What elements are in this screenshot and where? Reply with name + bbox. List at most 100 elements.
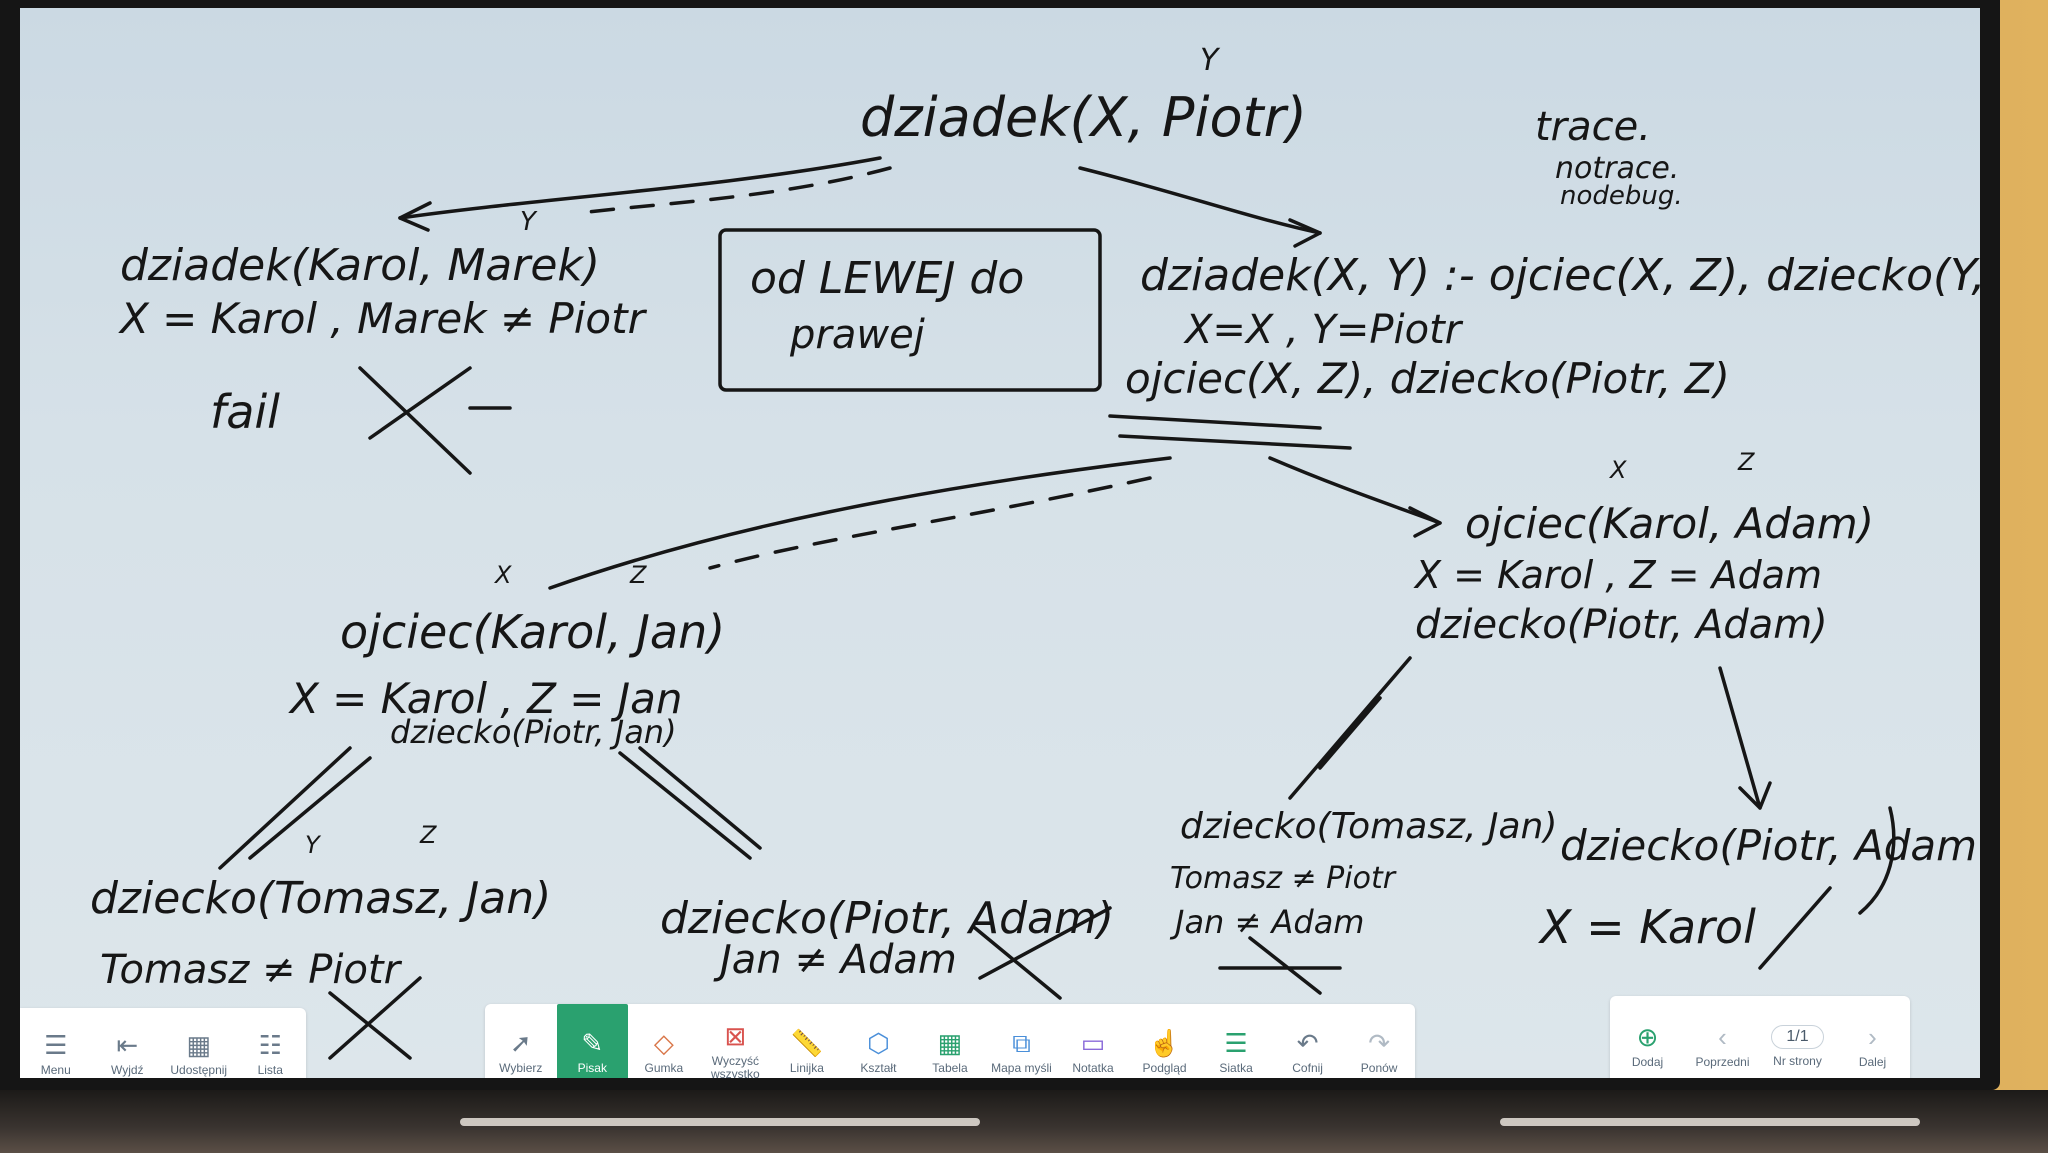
- mid-right-next: dziecko(Piotr, Adam): [1415, 602, 1828, 648]
- left-goal: dziadek(Karol, Marek): [120, 240, 600, 291]
- display-bezel: Y dziadek(X, Piotr) trace. notrace. node…: [0, 0, 2000, 1090]
- arrow-leaf-b-right: [1718, 666, 1772, 810]
- redo-button[interactable]: ↷ Ponów: [1360, 1027, 1398, 1075]
- left-result: fail: [210, 385, 280, 439]
- share-icon: ▦: [186, 1029, 212, 1060]
- arrow-leaf-b-left: [618, 746, 762, 860]
- handwriting-layer: Y dziadek(X, Piotr) trace. notrace. node…: [90, 43, 1980, 1060]
- left-fail-cross: [358, 366, 512, 475]
- note-notrace: notrace.: [1555, 151, 1679, 186]
- arrow-to-mid-right-head: [1408, 506, 1442, 538]
- leaf-a-left-binding: Tomasz ≠ Piotr: [100, 947, 403, 993]
- page-number-control[interactable]: 1/1 Nr strony: [1760, 996, 1835, 1078]
- list-button[interactable]: ☷ Lista: [257, 1029, 283, 1077]
- leaf-b-left-goal: dziecko(Piotr, Adam): [660, 893, 1114, 944]
- mid-left-z-mark: Z: [629, 561, 647, 589]
- leaf-b-right-result: X = Karol: [1538, 900, 1756, 954]
- plus-circle-icon: ⊕: [1636, 1021, 1659, 1052]
- eraser-tool-button[interactable]: ◇ Gumka: [644, 1027, 684, 1075]
- left-binding: X = Karol , Marek ≠ Piotr: [118, 294, 648, 343]
- toolbar-main: ➚ Wybierz ✎ Pisak ◇ Gumka ⊠ Wyczyść wszy…: [485, 1004, 1415, 1078]
- undo-button[interactable]: ↶ Cofnij: [1292, 1027, 1323, 1075]
- arrow-root-left-head: [398, 201, 432, 232]
- mindmap-tool-button[interactable]: ⧉ Mapa myśli: [991, 1027, 1052, 1075]
- arrow-root-left-dashed: [578, 166, 892, 215]
- ruler-tool-button[interactable]: 📏 Linijka: [789, 1027, 824, 1075]
- preview-tool-button[interactable]: ☝ Podgląd: [1142, 1027, 1187, 1075]
- list-icon: ☷: [258, 1029, 282, 1060]
- note-trace: trace.: [1535, 104, 1651, 150]
- exit-button[interactable]: ⇤ Wyjdź: [110, 1029, 144, 1077]
- clear-all-button[interactable]: ⊠ Wyczyść wszystko: [711, 1021, 760, 1078]
- leaf-a-left-z-mark: Z: [419, 821, 437, 849]
- root-goal: dziadek(X, Piotr): [860, 86, 1307, 149]
- shape-tool-button[interactable]: ⬡ Kształt: [860, 1027, 897, 1075]
- mid-left-goal: ojciec(Karol, Jan): [340, 605, 725, 659]
- leaf-a-right-cross: [1218, 936, 1342, 995]
- eraser-icon: ◇: [653, 1027, 674, 1058]
- leaf-a-right-binding-2: Jan ≠ Adam: [1169, 903, 1364, 941]
- rule-underline: [1108, 414, 1352, 450]
- exit-icon: ⇤: [116, 1029, 139, 1060]
- pen-tool-button[interactable]: ✎ Pisak: [556, 1004, 629, 1078]
- rule-text: dziadek(X, Y) :- ojciec(X, Z), dziecko(Y…: [1140, 250, 1980, 301]
- note-box: [718, 228, 1102, 392]
- grid-icon: ☰: [1224, 1027, 1248, 1058]
- box-text-1: od LEWEJ do: [750, 253, 1024, 304]
- arrow-to-mid-left-dashed: [708, 476, 1152, 570]
- chevron-right-icon: ›: [1868, 1021, 1877, 1052]
- ruler-icon: 📏: [790, 1027, 824, 1058]
- note-nodebug: nodebug.: [1560, 181, 1683, 211]
- grid-tool-button[interactable]: ☰ Siatka: [1219, 1027, 1253, 1075]
- mindmap-icon: ⧉: [1012, 1027, 1031, 1058]
- leaf-a-left-goal: dziecko(Tomasz, Jan): [90, 873, 551, 924]
- note-tool-button[interactable]: ▭ Notatka: [1072, 1027, 1114, 1075]
- arrow-root-right: [1078, 166, 1322, 235]
- mid-left-binding: X = Karol , Z = Jan: [288, 674, 683, 723]
- mid-left-next: dziecko(Piotr, Jan): [390, 713, 677, 751]
- reflection-light: [1500, 1118, 1920, 1126]
- mid-right-binding: X = Karol , Z = Adam: [1413, 553, 1822, 597]
- table-tool-button[interactable]: ▦ Tabela: [932, 1027, 968, 1075]
- reflection-light: [460, 1118, 980, 1126]
- add-page-button[interactable]: ⊕ Dodaj: [1631, 1021, 1664, 1069]
- select-tool-button[interactable]: ➚ Wybierz: [499, 1027, 543, 1075]
- prev-page-button[interactable]: ‹ Poprzedni: [1695, 1021, 1750, 1069]
- menu-button[interactable]: ☰ Menu: [40, 1029, 71, 1077]
- mid-right-z-mark: Z: [1737, 448, 1755, 476]
- whiteboard-canvas[interactable]: Y dziadek(X, Piotr) trace. notrace. node…: [20, 8, 1980, 1078]
- mid-left-x-mark: X: [493, 561, 512, 589]
- arrow-to-mid-left: [548, 456, 1172, 590]
- leaf-a-right-goal: dziecko(Tomasz, Jan): [1180, 806, 1557, 847]
- next-page-button[interactable]: › Dalej: [1858, 1021, 1887, 1069]
- root-var-mark: Y: [1200, 43, 1221, 78]
- note-icon: ▭: [1080, 1027, 1106, 1058]
- clear-all-icon: ⊠: [724, 1021, 747, 1051]
- page-number-value: 1/1: [1771, 1024, 1824, 1049]
- mid-right-x-mark: X: [1608, 456, 1627, 484]
- arrow-to-mid-right: [1268, 456, 1442, 525]
- menu-icon: ☰: [44, 1029, 68, 1060]
- shape-icon: ⬡: [867, 1027, 890, 1058]
- leaf-b-left-cross: [973, 906, 1112, 1000]
- left-var-mark: Y: [520, 207, 538, 237]
- share-button[interactable]: ▦ Udostępnij: [170, 1029, 228, 1077]
- leaf-a-left-y-mark: Y: [305, 831, 322, 859]
- leaf-b-left-binding: Jan ≠ Adam: [713, 937, 957, 983]
- preview-icon: ☝: [1148, 1027, 1181, 1058]
- box-text-2: prawej: [789, 312, 926, 358]
- mid-right-goal: ojciec(Karol, Adam): [1465, 499, 1874, 548]
- redo-icon: ↷: [1368, 1027, 1391, 1058]
- arrow-leaf-a-right: [1288, 656, 1412, 800]
- cursor-icon: ➚: [509, 1027, 532, 1058]
- toolbar-left: ☰ Menu ⇤ Wyjdź ▦ Udostępnij ☷ Lista: [20, 1008, 306, 1078]
- leaf-b-right-goal: dziecko(Piotr, Adam: [1560, 821, 1977, 870]
- leaf-b-right-marks: [1758, 806, 1896, 970]
- arrow-root-left: [398, 156, 882, 220]
- pen-icon: ✎: [581, 1027, 604, 1058]
- leaf-a-right-binding-1: Tomasz ≠ Piotr: [1170, 861, 1397, 896]
- arrow-leaf-a-left: [218, 746, 372, 870]
- undo-icon: ↶: [1296, 1027, 1319, 1058]
- leaf-a-left-cross: [328, 976, 422, 1060]
- rule-body: ojciec(X, Z), dziecko(Piotr, Z): [1125, 354, 1730, 403]
